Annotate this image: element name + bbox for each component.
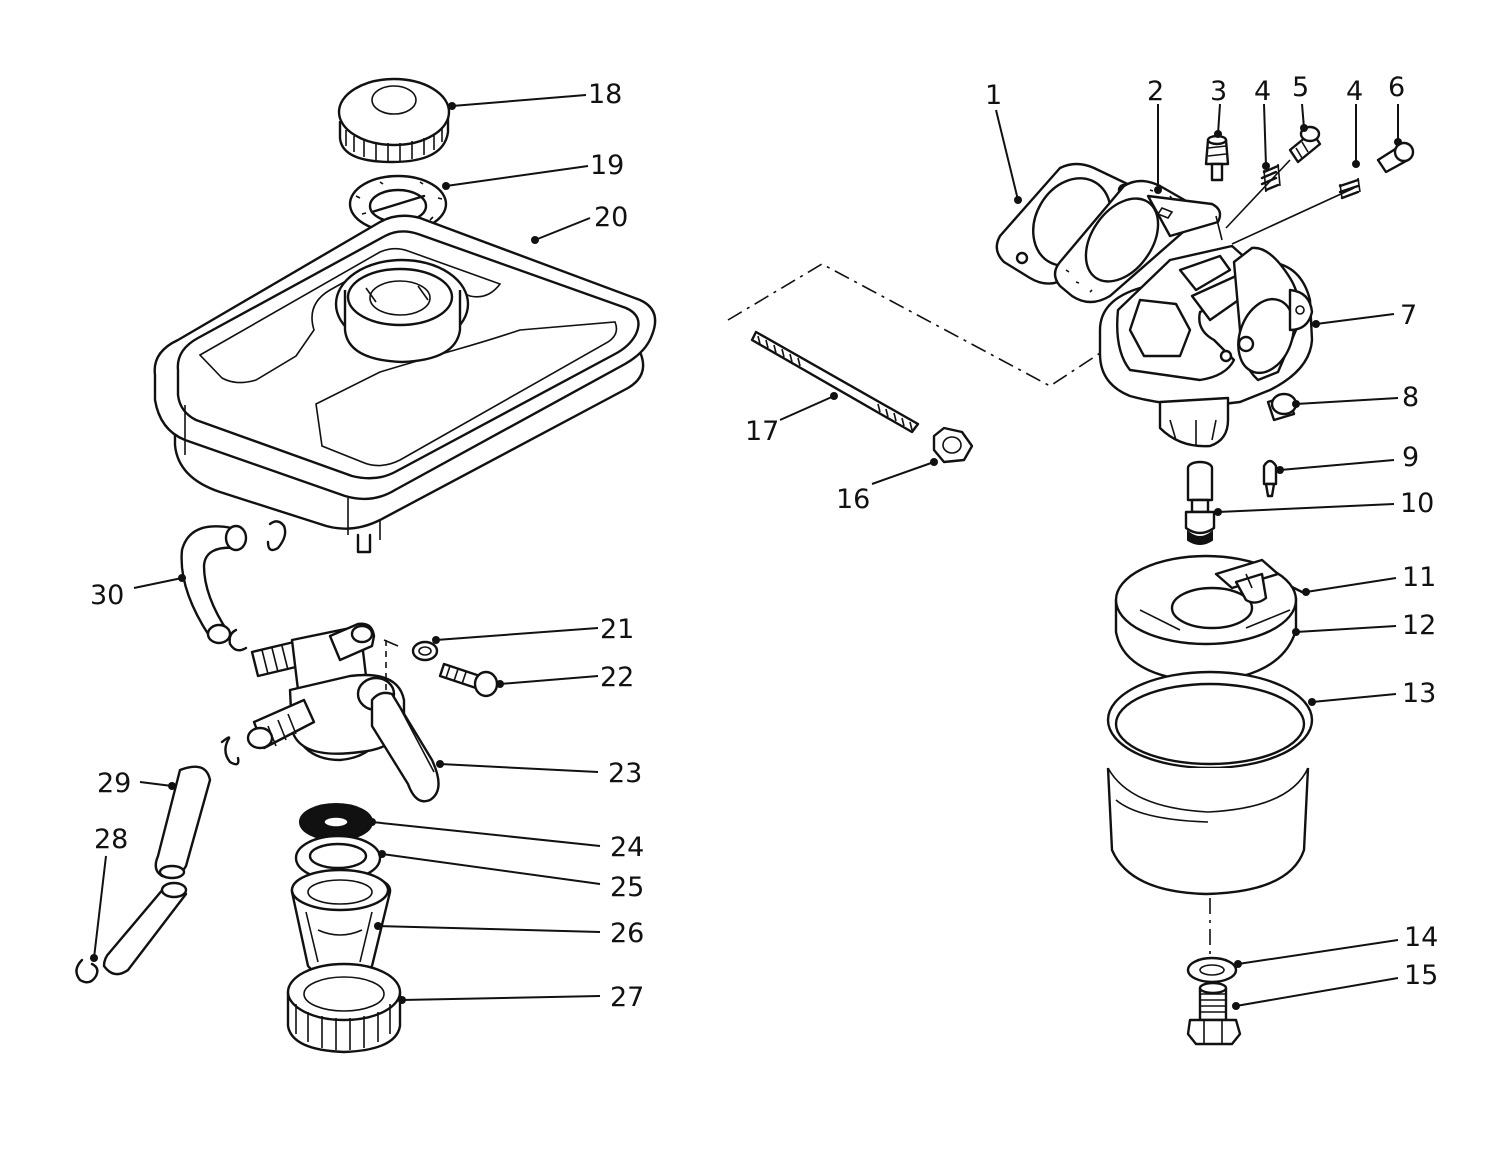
callout-9: 9	[1402, 442, 1419, 473]
threaded-rod-part	[750, 330, 920, 434]
callout-29: 29	[97, 768, 131, 799]
callout-11: 11	[1402, 562, 1436, 593]
callout-24: 24	[610, 832, 644, 863]
float-bowl-part	[1106, 670, 1314, 896]
callout-2: 2	[1147, 76, 1164, 107]
callout-labels: 1 2 3 4 5 4 6 7 8 9 10 11 12 13 14 15 16…	[90, 72, 1438, 1013]
callout-6: 6	[1388, 72, 1405, 103]
callout-1: 1	[985, 80, 1002, 111]
callout-10: 10	[1400, 488, 1434, 519]
bowl-nut-15-part	[1186, 981, 1242, 1046]
needle-spring-left-part	[1260, 163, 1281, 193]
filter-ring-part	[294, 834, 382, 882]
callout-17: 17	[745, 416, 779, 447]
main-nozzle-part	[1184, 460, 1216, 545]
leader-lines	[90, 94, 1402, 1010]
callout-12: 12	[1402, 610, 1436, 641]
callout-4: 4	[1254, 76, 1271, 107]
bowl-nut-part	[286, 962, 402, 1054]
plug-screw-part	[1266, 392, 1298, 422]
cap-gasket-part	[348, 174, 448, 234]
float-part	[1114, 554, 1298, 684]
fuel-shutoff-valve-part	[246, 622, 440, 803]
needle-screw-6-part	[1376, 141, 1415, 174]
needle-screw-5-part	[1288, 125, 1322, 164]
callout-3: 3	[1210, 76, 1227, 107]
idle-needle-part	[1204, 134, 1230, 182]
callout-13: 13	[1402, 678, 1436, 709]
callout-15: 15	[1404, 960, 1438, 991]
callout-28: 28	[94, 824, 128, 855]
callout-25: 25	[610, 872, 644, 903]
callout-22: 22	[600, 662, 634, 693]
callout-14: 14	[1404, 922, 1438, 953]
callout-20: 20	[594, 202, 628, 233]
needle-spring-right-part	[1338, 177, 1361, 200]
valve-screw-part	[438, 662, 499, 698]
fuel-hose-lower-part	[75, 736, 240, 984]
callout-27: 27	[610, 982, 644, 1013]
callout-5: 5	[1292, 72, 1309, 103]
sediment-bowl-part	[290, 868, 392, 982]
rod-nut-part	[932, 426, 974, 464]
carburetor-gasket-part	[1053, 179, 1222, 304]
callout-8: 8	[1402, 382, 1419, 413]
callout-19: 19	[590, 150, 624, 181]
callout-7: 7	[1400, 300, 1417, 331]
callout-26: 26	[610, 918, 644, 949]
fuel-cap-part	[337, 77, 451, 164]
callout-18: 18	[588, 79, 622, 110]
inlet-needle-part	[1262, 459, 1278, 498]
callout-30: 30	[90, 580, 124, 611]
bowl-washer-part	[1186, 956, 1238, 984]
callout-23: 23	[608, 758, 642, 789]
fuel-tank-part	[153, 214, 657, 554]
callout-16: 16	[836, 484, 870, 515]
callout-4-second: 4	[1346, 76, 1363, 107]
fuel-hose-upper-part	[180, 520, 287, 652]
valve-o-ring-part	[411, 640, 439, 662]
assembly-guide-line	[727, 263, 1121, 387]
callout-21: 21	[600, 614, 634, 645]
sediment-gasket-part	[299, 803, 373, 841]
